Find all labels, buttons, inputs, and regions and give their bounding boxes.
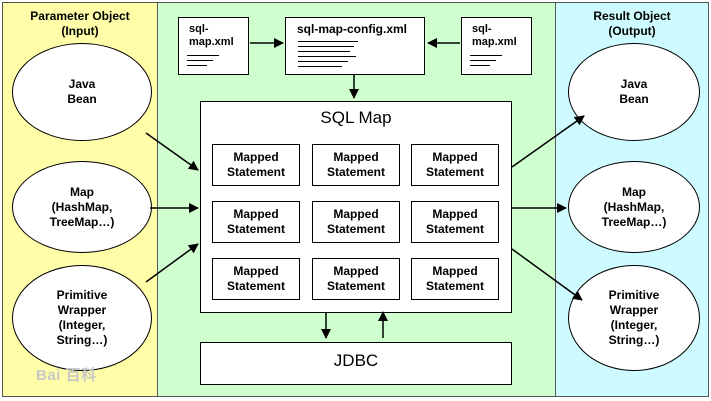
left-sql-map-xml-line1: sql- bbox=[189, 23, 209, 35]
mapped-statement-3: Mapped Statement bbox=[411, 144, 499, 186]
input-primitive-line4: String…) bbox=[56, 333, 108, 347]
output-primitive-line3: (Integer, bbox=[610, 318, 658, 332]
mapped-statement-4: Mapped Statement bbox=[212, 201, 300, 243]
output-map-line2: (HashMap, bbox=[603, 199, 665, 214]
output-map-ellipse: Map (HashMap, TreeMap…) bbox=[568, 161, 700, 253]
sql-map-config-xml-label: sql-map-config.xml bbox=[297, 22, 408, 36]
result-object-title: Result Object (Output) bbox=[556, 9, 708, 39]
result-object-panel: Result Object (Output) Java Bean Map (Ha… bbox=[555, 2, 709, 397]
mapped-statement-line1: Mapped bbox=[432, 150, 478, 164]
doc-text-line bbox=[187, 55, 219, 56]
parameter-object-panel: Parameter Object (Input) Java Bean Map (… bbox=[2, 2, 158, 397]
doc-text-line bbox=[470, 55, 502, 56]
mapped-statement-line2: Statement bbox=[226, 279, 285, 293]
mapped-statement-line1: Mapped bbox=[432, 264, 478, 278]
input-map-line3: TreeMap…) bbox=[49, 214, 115, 229]
mapped-statement-line1: Mapped bbox=[233, 207, 279, 221]
sql-map-panel: sql- map.xml sql-map-config.xml sql- map… bbox=[158, 2, 555, 397]
input-primitive-line2: Wrapper bbox=[57, 303, 107, 317]
doc-text-line bbox=[298, 41, 358, 42]
doc-text-line bbox=[298, 61, 348, 62]
output-map-line3: TreeMap…) bbox=[601, 214, 667, 229]
sql-map-box: SQL Map Mapped Statement Mapped Statemen… bbox=[200, 101, 512, 313]
mapped-statement-1: Mapped Statement bbox=[212, 144, 300, 186]
mapped-statement-line1: Mapped bbox=[432, 207, 478, 221]
output-java-bean-line2: Bean bbox=[619, 92, 649, 106]
doc-text-line bbox=[187, 65, 207, 66]
right-sql-map-xml-file: sql- map.xml bbox=[461, 17, 532, 75]
mapped-statement-line2: Statement bbox=[226, 222, 285, 236]
left-sql-map-xml-line2: map.xml bbox=[189, 36, 234, 48]
parameter-object-title: Parameter Object (Input) bbox=[3, 9, 157, 39]
jdbc-label: JDBC bbox=[333, 351, 379, 370]
mapped-statement-line2: Statement bbox=[425, 279, 484, 293]
output-primitive-line2: Wrapper bbox=[609, 303, 659, 317]
input-map-line2: (HashMap, bbox=[51, 199, 113, 214]
doc-text-line bbox=[470, 60, 496, 61]
input-primitive-wrapper-ellipse: Primitive Wrapper (Integer, String…) bbox=[12, 265, 152, 371]
parameter-object-title-line2: (Input) bbox=[61, 24, 99, 38]
mapped-statement-line2: Statement bbox=[326, 222, 385, 236]
baike-watermark: Bai 百科 bbox=[36, 367, 97, 384]
mapped-statement-2: Mapped Statement bbox=[312, 144, 400, 186]
input-primitive-line1: Primitive bbox=[56, 288, 108, 302]
right-sql-map-xml-line2: map.xml bbox=[472, 36, 517, 48]
doc-text-line bbox=[298, 66, 342, 67]
left-sql-map-xml-file: sql- map.xml bbox=[178, 17, 249, 75]
output-primitive-wrapper-ellipse: Primitive Wrapper (Integer, String…) bbox=[568, 265, 700, 371]
input-map-ellipse: Map (HashMap, TreeMap…) bbox=[12, 161, 152, 253]
sql-map-title: SQL Map bbox=[320, 108, 392, 127]
input-primitive-line3: (Integer, bbox=[58, 318, 106, 332]
mapped-statement-5: Mapped Statement bbox=[312, 201, 400, 243]
doc-text-line bbox=[298, 51, 350, 52]
mapped-statement-line2: Statement bbox=[326, 165, 385, 179]
mapped-statement-9: Mapped Statement bbox=[411, 258, 499, 300]
output-java-bean-line1: Java bbox=[620, 77, 648, 91]
doc-text-line bbox=[470, 65, 490, 66]
mapped-statement-7: Mapped Statement bbox=[212, 258, 300, 300]
result-object-title-line1: Result Object bbox=[593, 9, 671, 23]
output-primitive-line1: Primitive bbox=[608, 288, 660, 302]
mapped-statement-line2: Statement bbox=[425, 165, 484, 179]
parameter-object-title-line1: Parameter Object bbox=[30, 9, 130, 23]
right-sql-map-xml-line1: sql- bbox=[472, 23, 492, 35]
input-map-line1: Map bbox=[70, 184, 94, 199]
arrow-java-bean-in bbox=[145, 132, 199, 171]
output-primitive-line4: String…) bbox=[608, 333, 660, 347]
arrow-primitive-out bbox=[511, 248, 583, 301]
input-java-bean-line2: Bean bbox=[67, 92, 97, 106]
mapped-statement-line1: Mapped bbox=[233, 150, 279, 164]
mapped-statement-8: Mapped Statement bbox=[312, 258, 400, 300]
mapped-statement-line2: Statement bbox=[425, 222, 484, 236]
mapped-statement-line1: Mapped bbox=[333, 207, 379, 221]
doc-text-line bbox=[298, 56, 356, 57]
input-java-bean-line1: Java bbox=[68, 77, 96, 91]
output-java-bean-ellipse: Java Bean bbox=[568, 43, 700, 141]
mapped-statement-line2: Statement bbox=[226, 165, 285, 179]
input-java-bean-ellipse: Java Bean bbox=[12, 43, 152, 141]
mapped-statement-line1: Mapped bbox=[333, 264, 379, 278]
sql-map-config-xml-file: sql-map-config.xml bbox=[285, 17, 425, 75]
mapped-statement-6: Mapped Statement bbox=[411, 201, 499, 243]
result-object-title-line2: (Output) bbox=[608, 24, 656, 38]
doc-text-line bbox=[298, 46, 354, 47]
jdbc-box: JDBC bbox=[200, 342, 512, 385]
arrow-java-bean-out bbox=[511, 115, 585, 168]
mapped-statement-line1: Mapped bbox=[333, 150, 379, 164]
doc-text-line bbox=[187, 60, 213, 61]
mapped-statement-line1: Mapped bbox=[233, 264, 279, 278]
arrow-primitive-in bbox=[145, 243, 199, 283]
output-map-line1: Map bbox=[622, 184, 646, 199]
mapped-statement-line2: Statement bbox=[326, 279, 385, 293]
